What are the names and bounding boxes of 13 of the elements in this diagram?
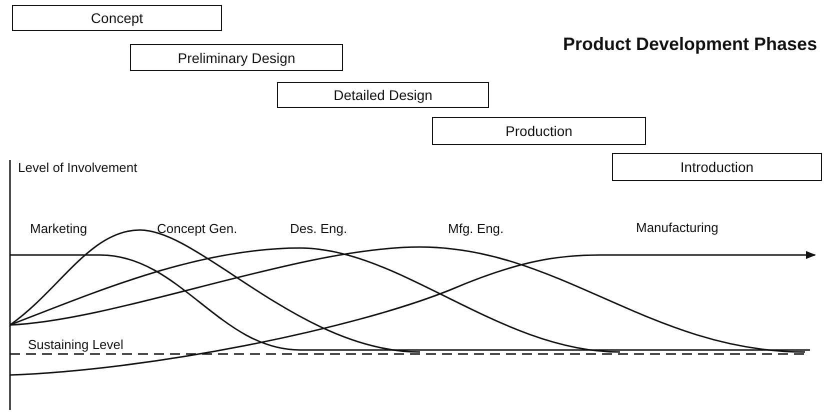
- curve-label: Concept Gen.: [157, 221, 238, 236]
- phase-box: Production: [432, 117, 646, 145]
- phase-box: Detailed Design: [277, 82, 489, 108]
- phase-box: Preliminary Design: [130, 44, 343, 71]
- axis-label: Level of Involvement: [18, 160, 138, 175]
- phase-box: Introduction: [612, 153, 822, 181]
- curve-label: Des. Eng.: [290, 221, 348, 236]
- level-label: Sustaining Level: [28, 337, 124, 352]
- curve-label: Marketing: [30, 221, 88, 236]
- phase-box: Concept: [12, 5, 222, 31]
- curve-label: Mfg. Eng.: [448, 221, 504, 236]
- chart-title: Product Development Phases: [563, 34, 818, 55]
- curve-label: Manufacturing: [636, 220, 718, 235]
